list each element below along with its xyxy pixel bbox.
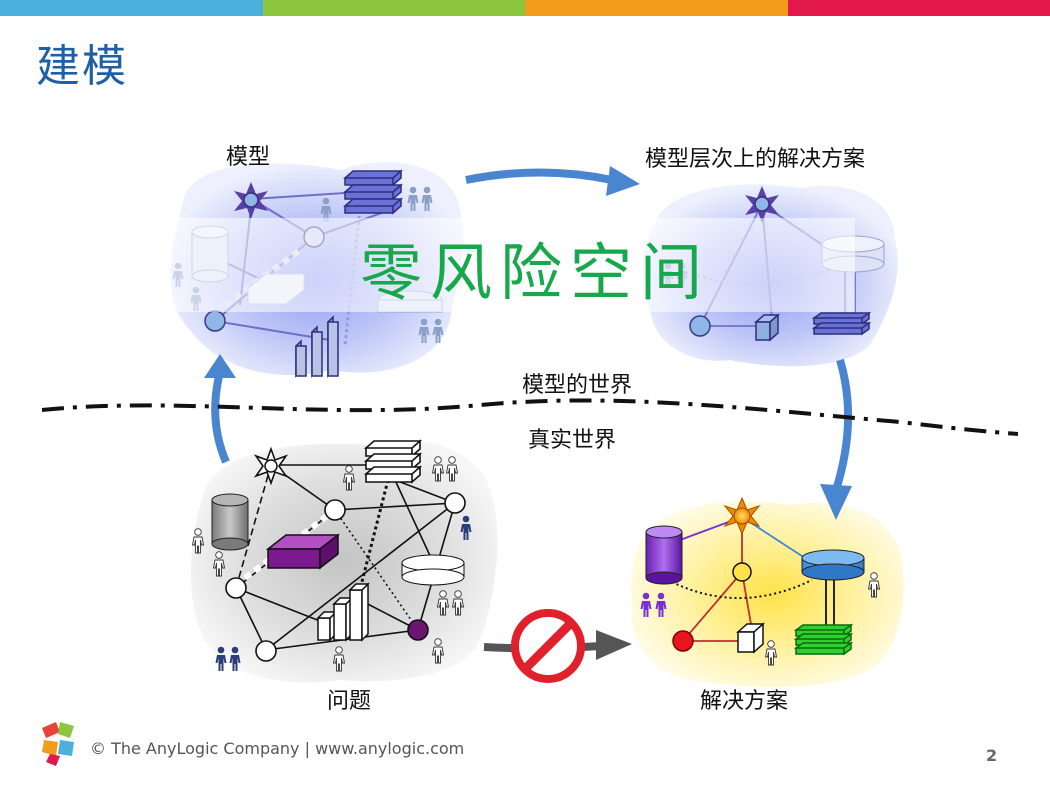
bar-chart-node [316, 582, 370, 642]
label-world-of-models: 模型的世界 [522, 373, 633, 398]
box-node [754, 313, 780, 342]
cylinder-node [645, 525, 683, 585]
star-node [723, 496, 761, 536]
arrow-problem-up [204, 354, 236, 464]
label-real-world: 真实世界 [528, 428, 617, 453]
stack-node [343, 169, 403, 215]
top-bar-segment-4 [787, 0, 1050, 16]
stack-node [793, 623, 854, 656]
bar-chart-node [295, 315, 339, 378]
problem-cloud [190, 439, 498, 683]
label-model-solution: 模型层次上的解决方案 [645, 147, 866, 172]
box-node [265, 533, 341, 570]
arrow-model-to-solution [465, 166, 640, 196]
cylinder-node [801, 549, 865, 581]
label-model: 模型 [226, 145, 271, 170]
cylinder-node [401, 554, 465, 586]
arrow-solution-down [820, 358, 853, 520]
top-bar-segment-2 [262, 0, 525, 16]
label-problem: 问题 [327, 689, 372, 714]
zero-risk-space-text: 零风险空间 [360, 236, 711, 309]
world-divider-line [41, 398, 1019, 436]
footer-copyright: © The AnyLogic Company | www.anylogic.co… [90, 739, 465, 758]
page-number: 2 [986, 746, 998, 765]
box-node [736, 622, 765, 654]
no-entry-icon [511, 609, 585, 683]
top-bar-segment-3 [525, 0, 788, 16]
stack-node [363, 439, 423, 484]
overlay-band [165, 218, 855, 312]
cylinder-node [211, 493, 249, 551]
label-solution: 解决方案 [700, 689, 789, 714]
anylogic-logo [42, 722, 74, 766]
solution-cloud [631, 496, 904, 687]
top-bar-segment-1 [0, 0, 263, 16]
star-node [234, 182, 268, 219]
star-node [745, 186, 779, 223]
slide-title: 建模 [36, 41, 128, 92]
top-color-bar [0, 0, 1050, 16]
star-node [253, 446, 289, 486]
stack-node [811, 311, 872, 336]
